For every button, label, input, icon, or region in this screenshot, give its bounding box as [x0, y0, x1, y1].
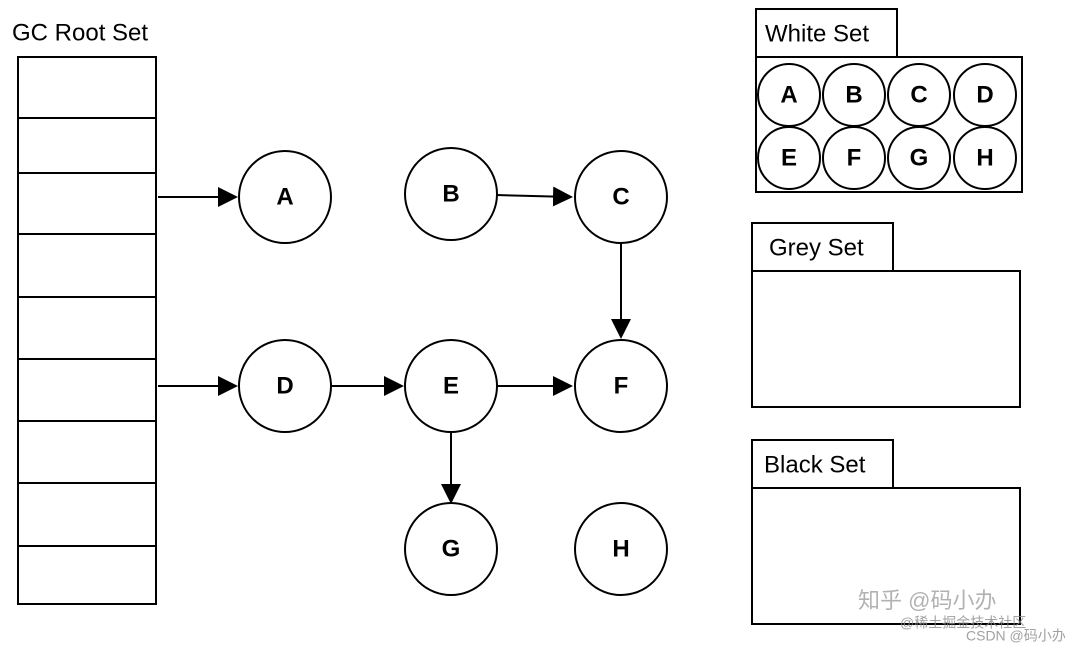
node-c: C — [574, 150, 668, 244]
white-member-label: G — [910, 144, 929, 171]
white-member-label: D — [976, 81, 993, 108]
root-slot — [17, 482, 157, 547]
white-member-label: B — [845, 81, 862, 108]
node-label: C — [612, 183, 629, 210]
white-member-label: A — [780, 81, 797, 108]
white-member-label: E — [781, 144, 797, 171]
white-member-label: H — [976, 144, 993, 171]
node-b: B — [404, 147, 498, 241]
node-label: H — [612, 535, 629, 562]
white-set-title: White Set — [765, 20, 869, 47]
grey-set: Grey Set — [751, 222, 1021, 408]
watermark-line-3: CSDN @码小办 — [966, 628, 1066, 644]
white-member-f: F — [822, 126, 886, 190]
watermark-line-1: 知乎 @码小办 — [858, 588, 996, 613]
white-member-g: G — [887, 126, 951, 190]
white-set: White Set A B C D E F G — [755, 8, 1023, 193]
node-e: E — [404, 339, 498, 433]
root-slot — [17, 296, 157, 360]
gc-root-set — [17, 56, 157, 605]
edge-b-c — [495, 186, 573, 207]
watermark-line-2: @稀土掘金技术社区 — [900, 615, 1026, 631]
root-slot — [17, 545, 157, 605]
white-member-b: B — [822, 63, 886, 127]
node-label: G — [442, 535, 461, 562]
node-label: E — [443, 372, 459, 399]
white-member-c: C — [887, 63, 951, 127]
graph-nodes: A B C D E F G H — [238, 147, 668, 596]
root-slot — [17, 233, 157, 298]
white-member-d: D — [953, 63, 1017, 127]
grey-set-title: Grey Set — [769, 234, 864, 261]
white-member-label: C — [910, 81, 927, 108]
node-a: A — [238, 150, 332, 244]
black-set-box — [751, 487, 1021, 625]
node-f: F — [574, 339, 668, 433]
root-slot — [17, 420, 157, 484]
node-label: F — [614, 372, 629, 399]
white-set-tab — [755, 8, 898, 58]
edges — [158, 186, 631, 504]
root-slot — [17, 117, 157, 174]
black-set: Black Set — [751, 439, 1021, 625]
watermark: 知乎 @码小办 @稀土掘金技术社区 CSDN @码小办 — [858, 588, 1066, 644]
black-set-title: Black Set — [764, 451, 866, 478]
node-label: A — [276, 183, 293, 210]
root-slot — [17, 358, 157, 422]
node-h: H — [574, 502, 668, 596]
node-label: B — [442, 180, 459, 207]
grey-set-tab — [751, 222, 894, 272]
grey-set-box — [751, 270, 1021, 408]
white-member-a: A — [757, 63, 821, 127]
node-label: D — [276, 372, 293, 399]
root-slot — [17, 56, 157, 119]
white-member-h: H — [953, 126, 1017, 190]
white-member-e: E — [757, 126, 821, 190]
node-g: G — [404, 502, 498, 596]
white-member-label: F — [847, 144, 862, 171]
root-slot — [17, 172, 157, 235]
node-d: D — [238, 339, 332, 433]
gc-root-title: GC Root Set — [12, 19, 148, 46]
